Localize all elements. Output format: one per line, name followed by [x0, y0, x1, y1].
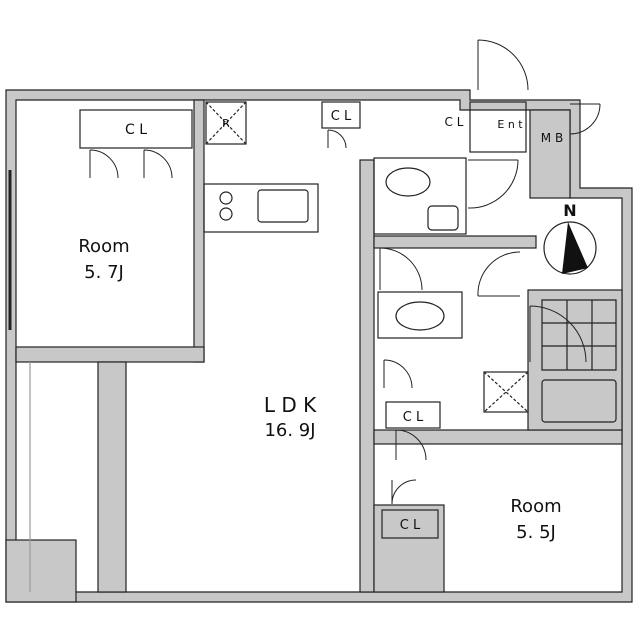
wall-mb-block [529, 109, 571, 199]
wall-corridor-left [97, 361, 127, 593]
door-closet-west-1 [89, 149, 119, 179]
room-east-size: 5. 5J [516, 522, 556, 543]
compass-circle [543, 221, 597, 275]
door-closet-west-2 [143, 149, 173, 179]
ldk-name: L D K [264, 393, 317, 417]
meter-box-label: M B [541, 131, 563, 145]
wall-bath-block [527, 289, 623, 431]
washer-box [483, 371, 529, 413]
washer-cross [483, 371, 529, 413]
wall-corner-block [5, 539, 77, 603]
wall-ldk-right [359, 159, 375, 593]
wall-room-west-bottom [15, 346, 205, 363]
door-entrance-main [477, 39, 529, 91]
compass-needle [562, 222, 588, 274]
burner-2 [219, 207, 233, 221]
closet-top-box [321, 101, 361, 129]
closet-middle-box [385, 401, 441, 429]
entrance-label: E n t [497, 118, 523, 131]
closet-lower-box [381, 509, 439, 539]
door-bath [529, 305, 587, 363]
door-washroom-cabinet [383, 359, 413, 389]
labels: C L R C L C L E n t M B Room 5. 7J L D K… [78, 109, 563, 543]
closet-lower-label: C L [400, 518, 421, 533]
wall-closet-lower [373, 504, 445, 593]
washroom-box [377, 291, 463, 339]
door-toilet [467, 159, 519, 209]
closet-top-label: C L [331, 109, 352, 124]
interior-lines [8, 101, 617, 592]
compass: N [543, 201, 597, 275]
door-washroom [477, 251, 521, 297]
door-closet-top [327, 129, 347, 149]
door-closet-middle [395, 429, 427, 461]
toilet-room [373, 157, 467, 235]
compass-north-label: N [563, 201, 576, 220]
door-closet-lower [391, 479, 417, 505]
sink [257, 189, 309, 223]
room-west-size: 5. 7J [84, 262, 124, 283]
fridge-box [205, 101, 247, 145]
kitchen-counter [203, 183, 319, 233]
ldk-size: 16. 9J [264, 420, 315, 441]
door-mb [569, 103, 601, 135]
room-west-name: Room [78, 236, 129, 257]
wall-room-east-top [373, 429, 623, 445]
fridge-label: R [222, 117, 230, 130]
door-hall [379, 247, 423, 291]
wash-basin [395, 301, 445, 331]
burner-1 [219, 191, 233, 205]
closet-west-box [79, 109, 193, 149]
bath-tiles [541, 299, 617, 371]
closet-middle-label: C L [403, 410, 424, 425]
closet-west-label: C L [125, 122, 147, 138]
door-swings [89, 39, 601, 505]
walls [5, 89, 633, 603]
closet-entrance-label: C L [445, 115, 464, 129]
wall-wet-area [373, 235, 537, 249]
room-east-name: Room [510, 496, 561, 517]
wash-basin-small [427, 205, 459, 231]
entrance-box [469, 101, 527, 153]
wall-room-west-right [193, 99, 205, 363]
toilet-bowl [385, 167, 431, 197]
bathtub [541, 379, 617, 423]
